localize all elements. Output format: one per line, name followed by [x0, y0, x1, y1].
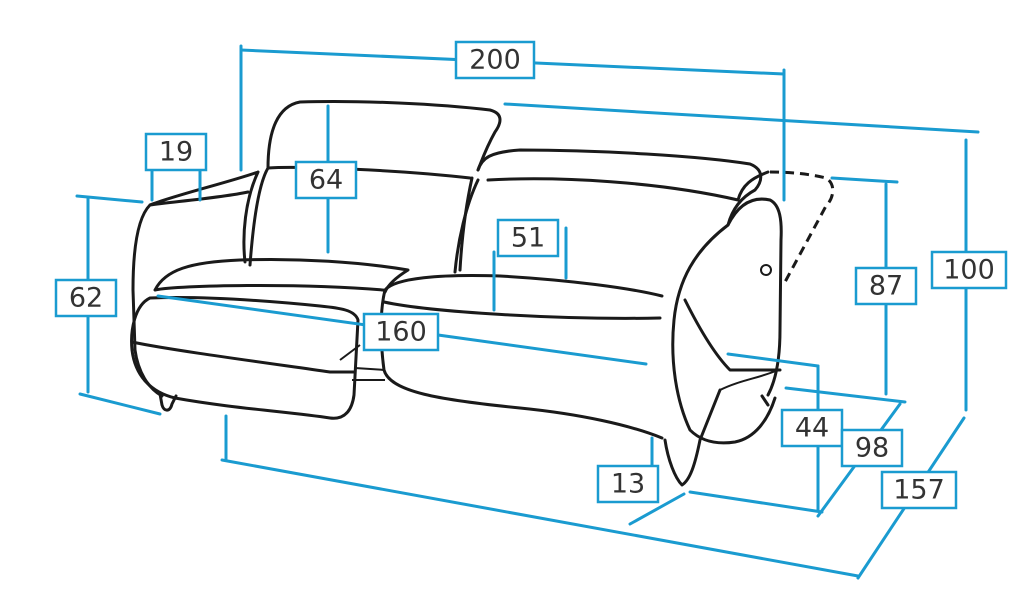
label-51-text: 51 — [511, 223, 545, 254]
dim-line-157 — [220, 458, 860, 578]
label-62-text: 62 — [69, 283, 103, 314]
label-157-text: 157 — [893, 475, 945, 506]
dim-line-87-top — [830, 176, 899, 184]
dim-line-44-top — [726, 352, 820, 368]
left-foot-2 — [760, 394, 770, 407]
label-19-text: 19 — [159, 137, 193, 168]
label-100-text: 100 — [943, 255, 995, 286]
right-seat-cushion — [379, 274, 664, 440]
label-87: 87 — [854, 266, 918, 306]
right-back — [453, 148, 763, 274]
left-armrest — [131, 170, 260, 398]
label-44: 44 — [780, 408, 844, 448]
dim-line-100-top — [503, 102, 980, 134]
right-headrest — [736, 170, 770, 202]
dim-line-157-mid — [688, 490, 824, 514]
label-13: 13 — [596, 464, 660, 504]
left-footrest — [130, 295, 360, 420]
label-160: 160 — [362, 312, 440, 352]
label-19: 19 — [144, 132, 208, 172]
dimension-lines — [75, 44, 980, 580]
right-leg — [663, 388, 722, 487]
label-98: 98 — [840, 428, 904, 468]
label-160-text: 160 — [375, 317, 427, 348]
right-armrest — [671, 197, 783, 445]
sofa-outline — [130, 99, 835, 487]
label-64-text: 64 — [309, 165, 343, 196]
label-51: 51 — [496, 218, 560, 258]
label-98-text: 98 — [855, 433, 889, 464]
label-200-text: 200 — [469, 45, 521, 76]
label-100: 100 — [930, 250, 1008, 290]
label-64: 64 — [294, 160, 358, 200]
right-leg-inner — [719, 369, 779, 391]
label-87-text: 87 — [869, 271, 903, 302]
recline-button-icon — [760, 264, 772, 276]
label-62: 62 — [54, 278, 118, 318]
label-157: 157 — [880, 470, 958, 510]
left-foot-1 — [158, 392, 178, 412]
label-200: 200 — [454, 40, 536, 80]
label-44-text: 44 — [795, 413, 829, 444]
reclined-back-outline — [769, 170, 835, 283]
dim-line-13 — [628, 492, 686, 526]
footrest-mechanism — [339, 344, 386, 381]
dim-line-62-bottom — [78, 392, 162, 416]
left-seat-cushion — [153, 257, 410, 294]
label-13-text: 13 — [611, 469, 645, 500]
dim-line-98-top — [784, 386, 907, 404]
